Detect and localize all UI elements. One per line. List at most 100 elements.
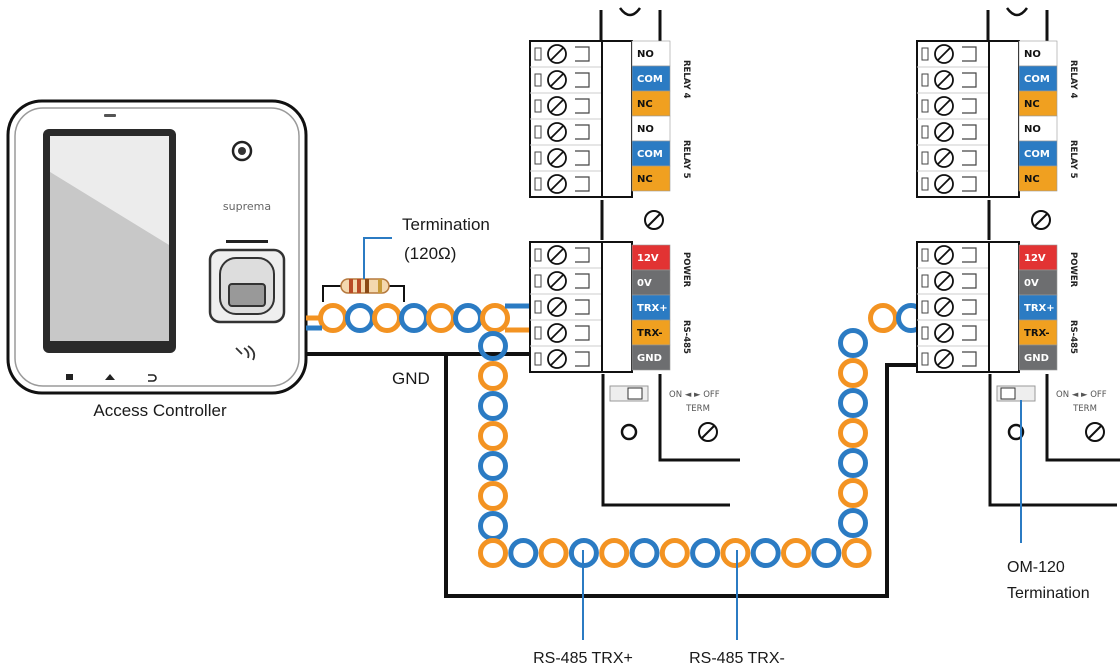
wire-loop [480, 303, 510, 333]
screw-slot [550, 73, 564, 87]
mount-screw-slot [1034, 213, 1048, 227]
wire-loop [508, 538, 539, 568]
pin-clamp [575, 176, 590, 192]
terminal-label-box [631, 165, 671, 192]
terminal-label-box [631, 319, 671, 346]
power-label: POWER [681, 252, 691, 288]
pin-clamp [962, 176, 977, 192]
screw-slot [550, 352, 564, 366]
wire-loop [838, 358, 868, 388]
terminal-label: NC [637, 99, 653, 110]
pin-clamp [962, 273, 977, 289]
pin-slot [921, 300, 929, 314]
screw-slot [937, 99, 951, 113]
screw-slot [550, 274, 564, 288]
terminal-label-box [1018, 319, 1058, 346]
om120-label-line1: OM-120 [1007, 559, 1065, 576]
term-label: TERM [685, 404, 710, 414]
relay4-label: RELAY 4 [1068, 60, 1078, 99]
wire-loop [453, 303, 483, 333]
pin-slot [921, 248, 929, 262]
screw-slot [550, 99, 564, 113]
terminal-label: NO [637, 49, 654, 60]
terminal-label-box [1018, 115, 1058, 142]
gnd-wire [306, 352, 924, 598]
screw-slot [550, 326, 564, 340]
rs485-label: RS-485 [1068, 320, 1078, 354]
terminal-label: 0V [1024, 278, 1039, 289]
terminal-label: 12V [1024, 253, 1046, 264]
terminal-label-box [631, 294, 671, 321]
gnd-label: GND [392, 369, 430, 388]
wire-loop [659, 538, 690, 568]
terminal-label-box [1018, 140, 1058, 167]
housing-edge [599, 10, 662, 45]
board-outline [1045, 374, 1120, 462]
board-outline [601, 374, 730, 507]
terminal-label-box [1018, 344, 1058, 371]
pin-slot [534, 99, 542, 113]
terminal-label: NC [637, 174, 653, 185]
termination-title: Termination [402, 215, 490, 234]
pin-clamp [575, 72, 590, 88]
pin-clamp [575, 273, 590, 289]
term-screw-slot [1088, 425, 1102, 439]
terminal-label-box [631, 344, 671, 371]
mount-screw-slot [647, 213, 661, 227]
terminal-label: 0V [637, 278, 652, 289]
relay4-label: RELAY 4 [681, 60, 691, 99]
term-screw-slot [701, 425, 715, 439]
terminal-label-box [631, 269, 671, 296]
screw-slot [937, 248, 951, 262]
pin-clamp [575, 351, 590, 367]
terminal-label: NO [637, 124, 654, 135]
screw-slot [550, 125, 564, 139]
pin-clamp [962, 351, 977, 367]
terminal-label-box [1018, 269, 1058, 296]
menu-icon [66, 374, 73, 380]
pin-slot [534, 73, 542, 87]
terminal-label: NC [1024, 99, 1040, 110]
wire-loop [318, 303, 348, 333]
screw-slot [937, 151, 951, 165]
wire-loop [838, 448, 868, 478]
terminal-label-box [631, 40, 671, 67]
pin-clamp [962, 46, 977, 62]
terminal-label-box [631, 140, 671, 167]
access-controller-label: Access Controller [93, 401, 227, 420]
switch-on-off-label: ON ◄ ► OFF [1056, 390, 1107, 400]
terminal-label: NO [1024, 49, 1041, 60]
wire-loop [838, 478, 868, 508]
brand-logo: suprema [223, 200, 271, 213]
om120-label-line2: Termination [1007, 585, 1090, 602]
wire-loop [599, 538, 630, 568]
wire-loop [838, 508, 868, 538]
term-switch-slider [1000, 387, 1016, 400]
termination-value: (120Ω) [404, 244, 456, 263]
pin-slot [921, 326, 929, 340]
pin-clamp [962, 325, 977, 341]
pin-slot [921, 73, 929, 87]
terminal-label: GND [637, 353, 662, 364]
terminal-label: COM [637, 149, 663, 160]
board-outline [658, 374, 740, 462]
wire-loop [478, 511, 508, 541]
screw-slot [937, 274, 951, 288]
wire-loop [720, 538, 751, 568]
wire-loop [426, 303, 456, 333]
pin-slot [921, 274, 929, 288]
wire-loop [838, 388, 868, 418]
terminal-label-box [1018, 65, 1058, 92]
wire-loop [838, 418, 868, 448]
terminal-label: GND [1024, 353, 1049, 364]
housing-edge [986, 10, 1049, 45]
terminal-label: 12V [637, 253, 659, 264]
pin-clamp [575, 150, 590, 166]
pin-clamp [575, 46, 590, 62]
screw-slot [937, 177, 951, 191]
screw-slot [937, 47, 951, 61]
screw-slot [550, 47, 564, 61]
